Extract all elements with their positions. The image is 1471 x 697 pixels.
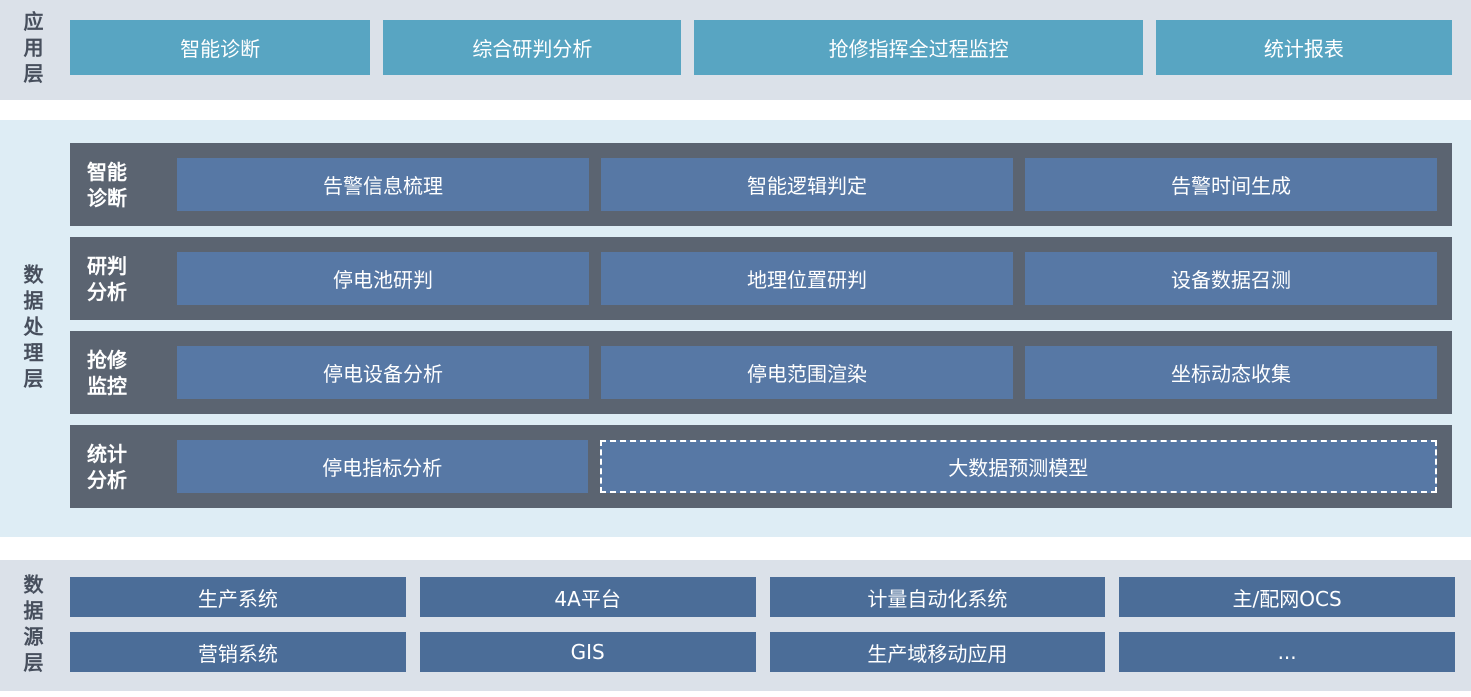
- process-row-statistical-analysis: 统计 分析 停电指标分析 大数据预测模型: [70, 425, 1452, 508]
- process-row-buttons: 停电指标分析 大数据预测模型: [177, 440, 1437, 493]
- app-block-statistical-reports: 统计报表: [1155, 20, 1452, 75]
- process-block-alarm-time-generation: 告警时间生成: [1025, 158, 1437, 211]
- application-layer-label: 应用层: [20, 11, 44, 89]
- source-block-gis: GIS: [419, 632, 756, 672]
- application-layer-band: 应用层 智能诊断 综合研判分析 抢修指挥全过程监控 统计报表: [0, 0, 1471, 100]
- data-processing-layer-label: 数据处理层: [20, 263, 44, 394]
- data-processing-rows: 智能 诊断 告警信息梳理 智能逻辑判定 告警时间生成 研判 分析 停电池研判 地…: [70, 143, 1452, 519]
- process-row-label: 统计 分析: [87, 441, 127, 492]
- data-source-grid: 生产系统 4A平台 计量自动化系统 主/配网OCS 营销系统 GIS 生产域移动…: [70, 577, 1455, 672]
- process-block-outage-device-analysis: 停电设备分析: [177, 346, 589, 399]
- process-block-outage-analysis: 停电池研判: [177, 252, 589, 305]
- source-block-4a-platform: 4A平台: [419, 577, 756, 617]
- data-processing-layer-band: 数据处理层 智能 诊断 告警信息梳理 智能逻辑判定 告警时间生成 研判 分析 停…: [0, 120, 1471, 537]
- process-row-research-analysis: 研判 分析 停电池研判 地理位置研判 设备数据召测: [70, 237, 1452, 320]
- process-block-coordinate-dynamic-collection: 坐标动态收集: [1025, 346, 1437, 399]
- source-block-marketing-system: 营销系统: [70, 632, 406, 672]
- process-row-label: 研判 分析: [87, 253, 127, 304]
- app-block-repair-command-monitoring: 抢修指挥全过程监控: [694, 20, 1143, 75]
- data-source-layer-label: 数据源层: [20, 573, 44, 678]
- process-block-device-data-telemetry: 设备数据召测: [1025, 252, 1437, 305]
- process-row-buttons: 停电设备分析 停电范围渲染 坐标动态收集: [177, 346, 1437, 399]
- process-row-label: 抢修 监控: [87, 347, 127, 398]
- process-block-bigdata-prediction-model: 大数据预测模型: [599, 440, 1437, 493]
- process-row-buttons: 停电池研判 地理位置研判 设备数据召测: [177, 252, 1437, 305]
- source-block-production-system: 生产系统: [70, 577, 406, 617]
- source-block-production-mobile-app: 生产域移动应用: [769, 632, 1106, 672]
- process-block-outage-range-rendering: 停电范围渲染: [601, 346, 1013, 399]
- process-row-repair-monitoring: 抢修 监控 停电设备分析 停电范围渲染 坐标动态收集: [70, 331, 1452, 414]
- source-block-ellipsis: ...: [1119, 632, 1455, 672]
- process-block-outage-indicator-analysis: 停电指标分析: [177, 440, 588, 493]
- app-block-comprehensive-analysis: 综合研判分析: [383, 20, 682, 75]
- process-row-buttons: 告警信息梳理 智能逻辑判定 告警时间生成: [177, 158, 1437, 211]
- application-layer-buttons: 智能诊断 综合研判分析 抢修指挥全过程监控 统计报表: [70, 20, 1452, 75]
- process-block-intelligent-logic-judgement: 智能逻辑判定: [601, 158, 1013, 211]
- data-source-layer-band: 数据源层 生产系统 4A平台 计量自动化系统 主/配网OCS 营销系统 GIS …: [0, 560, 1471, 691]
- process-row-intelligent-diagnosis: 智能 诊断 告警信息梳理 智能逻辑判定 告警时间生成: [70, 143, 1452, 226]
- source-block-main-distribution-ocs: 主/配网OCS: [1119, 577, 1455, 617]
- process-block-geolocation-analysis: 地理位置研判: [601, 252, 1013, 305]
- source-block-metering-automation-system: 计量自动化系统: [769, 577, 1106, 617]
- process-block-alarm-info-sorting: 告警信息梳理: [177, 158, 589, 211]
- app-block-intelligent-diagnosis: 智能诊断: [70, 20, 371, 75]
- process-row-label: 智能 诊断: [87, 159, 127, 210]
